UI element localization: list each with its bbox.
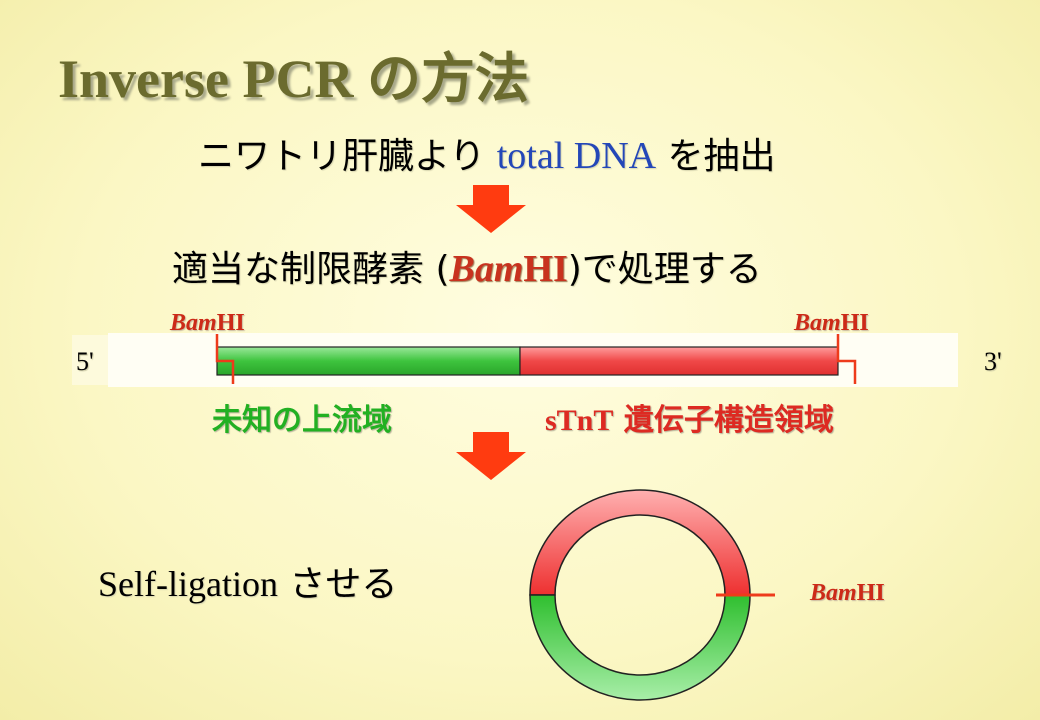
step2-enzyme-plain: HI xyxy=(523,248,568,290)
step3-latin: Self-ligation xyxy=(98,564,278,604)
bamhi-site-left-label: BamHI xyxy=(170,310,245,337)
cut-site-left-icon xyxy=(215,334,235,384)
step1-suffix: を抽出 xyxy=(656,136,776,177)
step2-suffix: )で処理する xyxy=(567,249,762,290)
bamhi-left-plain: HI xyxy=(216,310,245,336)
upstream-arc xyxy=(529,594,751,701)
gene-label-jp: 遺伝子構造領域 xyxy=(613,403,834,438)
gene-region-label: sTnT 遺伝子構造領域 xyxy=(545,395,834,439)
bamhi-right-italic: Bam xyxy=(794,310,841,336)
step1-text: ニワトリ肝臓より total DNA を抽出 xyxy=(198,127,776,179)
dna-backdrop-tail xyxy=(72,335,112,385)
down-arrow-icon xyxy=(456,185,526,233)
bamhi-circle-italic: Bam xyxy=(810,580,857,606)
down-arrow-icon xyxy=(456,432,526,480)
bamhi-left-italic: Bam xyxy=(170,310,217,336)
upstream-region-label: 未知の上流域 xyxy=(212,403,392,438)
slide-title: Inverse PCR の方法 xyxy=(58,49,529,109)
step3-jp: させる xyxy=(277,564,398,605)
step2-enzyme-italic: Bam xyxy=(449,248,524,290)
bamhi-circle-plain: HI xyxy=(856,580,885,606)
gene-label-latin: sTnT xyxy=(545,404,614,437)
step2-enzyme: BamHI xyxy=(450,248,568,290)
step2-prefix: 適当な制限酵素 ( xyxy=(172,249,450,290)
bamhi-circle-label: BamHI xyxy=(810,580,885,607)
circular-dna-diagram xyxy=(529,489,775,701)
step3-text: Self-ligation させる xyxy=(98,555,397,607)
gene-segment xyxy=(519,346,839,376)
bamhi-site-right-label: BamHI xyxy=(794,310,869,337)
step2-text: 適当な制限酵素 (BamHI)で処理する xyxy=(172,240,762,292)
step1-highlight: total DNA xyxy=(496,135,657,177)
five-prime-label: 5' xyxy=(76,347,94,376)
upstream-segment xyxy=(216,346,521,376)
step1-prefix: ニワトリ肝臓より xyxy=(198,136,497,177)
gene-arc xyxy=(529,489,751,596)
three-prime-label: 3' xyxy=(984,347,1002,376)
bamhi-right-plain: HI xyxy=(840,310,869,336)
cut-site-right-icon xyxy=(836,334,857,384)
linear-dna-diagram xyxy=(215,334,857,384)
